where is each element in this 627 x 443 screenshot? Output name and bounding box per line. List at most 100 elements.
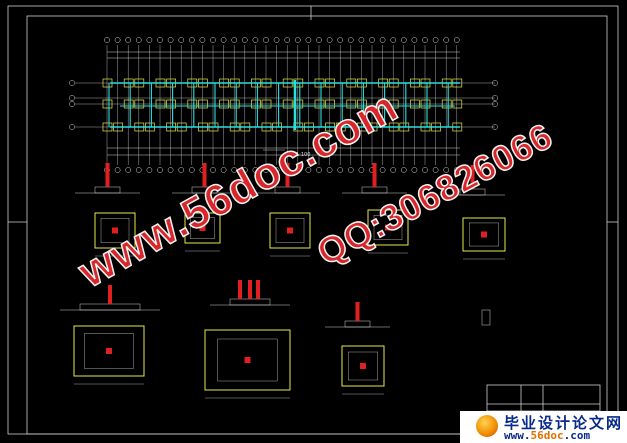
axis-bubble — [231, 167, 238, 173]
footing-outline — [219, 99, 229, 109]
footing-outline — [282, 99, 293, 109]
axis-bubble — [210, 37, 216, 43]
axis-bubble — [135, 167, 142, 173]
footing-section — [79, 303, 141, 311]
footing-outline — [346, 99, 357, 109]
footing-section — [344, 320, 371, 328]
axis-bubble — [284, 37, 291, 43]
drawing-frame — [7, 5, 619, 435]
footing-outline — [251, 99, 261, 109]
axis-bubble — [114, 37, 121, 43]
axis-bubble — [167, 37, 174, 43]
axis-bubble — [294, 37, 301, 43]
footing-step — [469, 222, 499, 247]
footing-step — [217, 338, 278, 382]
axis-bubble — [69, 80, 75, 86]
axis-bubble — [188, 37, 195, 43]
logo-icon — [476, 415, 498, 437]
footing-plan — [204, 329, 291, 391]
footing-outline — [123, 99, 134, 109]
axis-bubble — [210, 167, 216, 173]
column-section — [248, 280, 252, 299]
axis-bubble — [337, 37, 344, 43]
column-section — [256, 280, 260, 299]
axis-bubble — [390, 167, 397, 173]
logo-title: 毕业设计论文网 — [504, 414, 624, 432]
axis-bubble — [252, 37, 259, 43]
axis-bubble — [231, 37, 238, 43]
column-section — [470, 165, 475, 189]
footing-plan — [184, 212, 221, 244]
axis-bubble — [316, 167, 322, 173]
footing-step — [275, 218, 305, 243]
axis-bubble — [114, 167, 121, 173]
footing-details — [60, 163, 506, 399]
axis-bubble — [188, 167, 195, 173]
footing-plan — [94, 212, 136, 249]
axis-bubble — [305, 37, 312, 43]
logo-url: www.56doc.com — [504, 429, 591, 442]
axis-bubble — [178, 167, 185, 173]
footing-step — [100, 218, 130, 243]
axis-bubble — [263, 37, 269, 43]
axis-bubble — [241, 167, 248, 173]
footing-step — [348, 351, 378, 381]
axis-bubble — [146, 37, 153, 43]
footing-outline — [187, 99, 198, 109]
axis-bubble — [167, 167, 174, 173]
axis-bubble — [305, 167, 312, 173]
footing-step — [84, 333, 134, 369]
footing-outline — [229, 99, 240, 109]
column-plan — [360, 363, 366, 369]
footing-outline — [314, 99, 325, 109]
column-section — [238, 280, 242, 299]
column-section — [285, 163, 290, 187]
axis-bubble — [358, 37, 365, 43]
footing-outline — [134, 99, 145, 109]
axis-bubble — [492, 80, 498, 86]
title-block — [486, 384, 601, 412]
axis-bubble — [241, 37, 248, 43]
axis-bubble — [400, 167, 407, 173]
site-logo[interactable]: 毕业设计论文网 www.56doc.com — [460, 411, 627, 443]
footing-plan — [269, 212, 311, 249]
axis-bubble — [411, 37, 418, 43]
footing-plan — [462, 217, 506, 252]
footing-section — [361, 186, 388, 194]
column-section — [355, 302, 360, 321]
axis-bubble — [358, 167, 365, 173]
plan-scale-label: 1:100 — [296, 152, 311, 158]
footing-plan — [341, 345, 385, 387]
axis-bubble — [316, 37, 322, 43]
axis-bubble — [273, 167, 280, 173]
footing-outline — [452, 99, 463, 109]
axis-bubble — [347, 37, 354, 43]
axis-bubble — [326, 37, 333, 43]
axis-bubble — [422, 167, 428, 173]
axis-bubble — [443, 167, 450, 173]
column-section — [372, 163, 377, 187]
axis-bubble — [273, 37, 280, 43]
column-plan — [244, 357, 251, 363]
column-plan — [106, 348, 112, 354]
axis-bubble — [157, 167, 163, 173]
footing-section — [229, 298, 271, 306]
footing-outline — [378, 99, 388, 109]
axis-bubble — [400, 37, 407, 43]
foundation-plan — [69, 37, 498, 173]
axis-bubble — [337, 167, 344, 173]
axis-bubble — [369, 37, 375, 43]
footing-outline — [420, 99, 431, 109]
axis-bubble — [125, 37, 132, 43]
axis-bubble — [263, 167, 269, 173]
footing-plan — [73, 325, 145, 377]
axis-bubble — [411, 167, 418, 173]
axis-bubble — [379, 167, 386, 173]
footing-outline — [166, 99, 176, 109]
footing-outline — [410, 99, 420, 109]
axis-bubble — [453, 167, 460, 173]
axis-bubble — [443, 37, 450, 43]
axis-bubble — [69, 101, 75, 107]
